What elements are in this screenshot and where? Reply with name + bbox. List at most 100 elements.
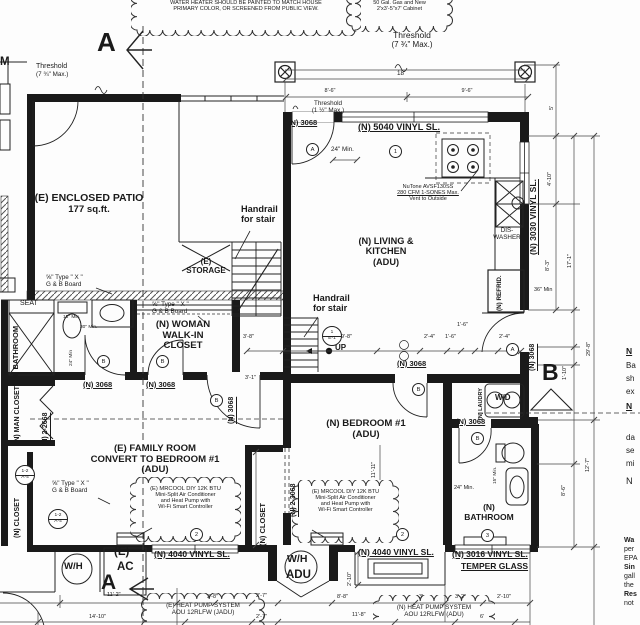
heat-pump-jadu-cloud: (E) HEAT PUMP SYSTEM AOU 12RLFW (JADU) — [141, 593, 265, 625]
door-tag-b-closet: B — [156, 355, 169, 368]
closet-door — [147, 339, 184, 376]
dim-36-min: 36" Min — [534, 287, 553, 293]
cut-note-heading-3: N — [626, 476, 633, 486]
threshold-note-top: Threshold(7 ¾" Max.) — [391, 30, 433, 49]
bifold-doors-icon — [39, 385, 54, 440]
seat-label: SEAT — [20, 300, 38, 307]
gyp-note-closet: ⅝" Type " X "G & B Board — [152, 301, 189, 316]
room-label-bedroom-1: (N) BEDROOM #1(ADU) — [326, 418, 406, 440]
room-label-closet-right: (N) CLOSET — [258, 503, 267, 546]
section-arrow-a-bottom — [128, 577, 154, 601]
door-tag-b-bath-right: B — [471, 432, 484, 445]
sliding-doors-2-3068 — [284, 448, 290, 513]
window-label-3030: (N) 3030 VINYL SL. — [528, 179, 538, 255]
cut-note-line: Ba — [626, 361, 636, 370]
exterior-door — [2, 592, 45, 625]
bay-wall — [354, 552, 446, 586]
window-label-4040-family: (N) 4040 VINYL SL. — [154, 549, 230, 559]
section-arrow-b — [529, 388, 574, 411]
door-tag-b-bath: B — [97, 355, 110, 368]
window-label-4040-bedroom: (N) 4040 VINYL SL. — [358, 547, 434, 557]
threshold-note-left: Threshold(7 ¾" Max.) — [36, 63, 69, 78]
door-label-3068-bath-right: (N) 3068 — [456, 417, 486, 426]
door-label-2-3068: (N) 2-3068 — [290, 483, 297, 517]
ac-label-1: (E) — [114, 546, 130, 558]
door-label-3068-bedroom: (N) 3068 — [397, 359, 427, 368]
section-marker-a-bottom: A — [101, 571, 117, 594]
cut-note-line: not — [624, 600, 634, 607]
walls — [1, 94, 539, 581]
window-3030-icon — [519, 141, 530, 205]
ac-closet — [103, 547, 147, 596]
refrigerator-icon — [487, 269, 525, 313]
up-label: UP — [335, 343, 347, 352]
dim-24-min-v: 24" Min — [69, 349, 74, 366]
detail-tag-2-family: 2 — [190, 528, 203, 541]
dim-7-10: 7'-10" — [247, 485, 253, 500]
bedroom-door — [392, 382, 428, 418]
dim-30-min: 30" Min. — [80, 325, 98, 330]
thin-lines — [0, 61, 520, 598]
mrcool-note-family-cloud: (E) MRCOOL DIY 12K BTU Mini-Split Air Co… — [130, 477, 241, 542]
stairs-lower — [284, 317, 319, 372]
dim-3: 3' — [419, 594, 424, 600]
dim-3-1: 3'-1" — [245, 375, 256, 381]
window-4040-bedroom-icon — [367, 558, 429, 579]
door-tag-a-kitchen: A — [306, 143, 319, 156]
washer-dryer-icon — [484, 383, 525, 418]
bath-right-door — [458, 427, 492, 464]
door-label-3068-kitchen: (N) 3068 — [288, 118, 318, 127]
cut-note-line: mi — [626, 459, 635, 468]
refrigerator-label: (N) REFRID. — [496, 275, 503, 311]
door-tag-a-side: A — [506, 343, 519, 356]
windows — [151, 111, 531, 554]
room-label-laundry: (N) LAUDRY — [478, 388, 484, 420]
section-arrow-a-top — [126, 30, 152, 70]
washer-dryer-label: W/D — [495, 393, 511, 402]
door-tag-b-hall: B — [210, 394, 223, 407]
window-label-5040: (N) 5040 VINYL SL. — [358, 122, 441, 132]
dim-24-min-kitchen: 24" Min. — [331, 146, 354, 153]
dim-2-10-a: 2'-10" — [497, 594, 512, 600]
dim-1-10: 1'-10" — [562, 365, 568, 380]
stairs-upper — [231, 241, 282, 316]
cut-note-line: da — [626, 433, 635, 442]
cut-note-line: gall — [624, 573, 635, 580]
window-tag-1: 1 — [389, 145, 402, 158]
water-heater-note-cloud: WATER HEATER SHOULD BE PAINTED TO MATCH … — [131, 0, 361, 36]
dim-2-10-b: 2'-10" — [347, 571, 353, 586]
dim-1-6-b: 1'-6" — [457, 322, 468, 328]
dim-6: 6' — [480, 614, 485, 620]
room-label-storage: (E)STORAGE — [186, 257, 226, 275]
toilet-icon-left — [57, 301, 88, 339]
cut-note-line: per — [624, 546, 635, 553]
water-heater-adu-label-2: ADU — [286, 569, 311, 581]
hall-door — [206, 374, 261, 429]
cut-note-line: Sin — [624, 564, 635, 571]
toilet-icon-right — [495, 442, 525, 464]
door-swings — [2, 100, 525, 625]
range-hood-dashed — [435, 132, 491, 184]
wh-adu-doors — [276, 580, 330, 598]
dim-9-8: 9'-8" — [341, 334, 352, 340]
dishwasher-label: DIS-WASHER — [493, 227, 521, 242]
closet-shelf — [137, 304, 232, 311]
dim-8-6-top: 8'-6" — [324, 88, 336, 94]
dim-9-6: 9'-6" — [461, 88, 473, 94]
room-label-man-closet: (N) MAN CLOSET — [14, 386, 21, 444]
section-marker-b: B — [542, 359, 559, 385]
window-label-3016: (N) 3016 VINYL SL. — [452, 549, 528, 559]
cut-label-left: M — [0, 56, 10, 68]
dishwasher-icon — [495, 180, 525, 228]
window-label-3016-temper: TEMPER GLASS — [461, 561, 529, 571]
seat-bench — [8, 299, 55, 314]
bath-left-door — [84, 334, 126, 376]
cut-note-heading-1: N — [626, 346, 633, 356]
shower-icon — [8, 312, 55, 376]
